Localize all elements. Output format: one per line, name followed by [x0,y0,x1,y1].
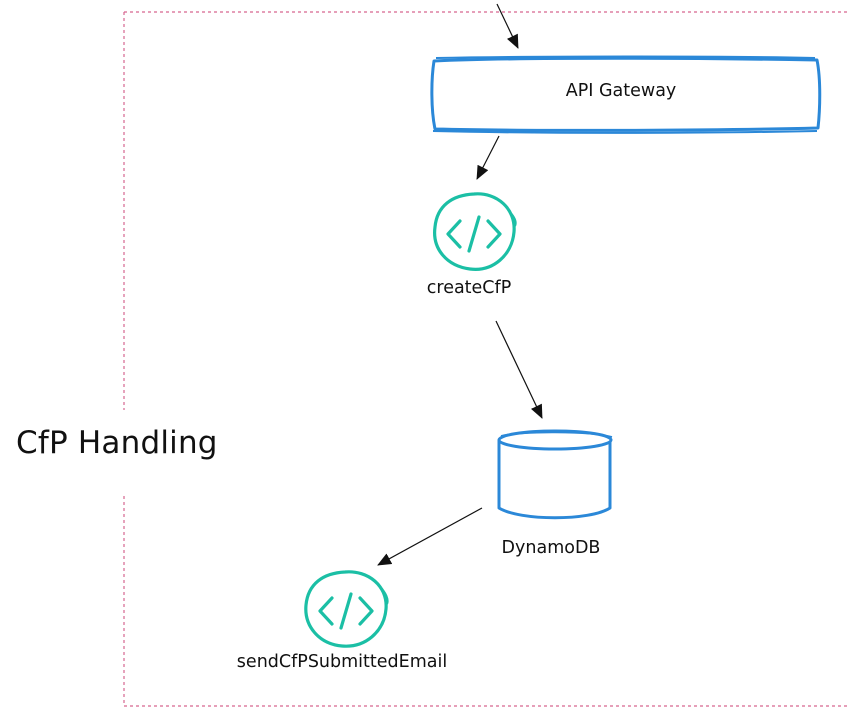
dynamodb-label: DynamoDB [501,538,601,558]
api-gateway-label: API Gateway [565,81,677,101]
edge-createcfp-to-dynamodb [495,320,543,419]
createcfp-label: createCfP [426,278,512,298]
code-icon [433,192,517,271]
dynamodb-node[interactable] [497,429,613,520]
cfp-handling-group-border [123,11,847,707]
group-label: CfP Handling [14,425,220,461]
edge-api-gateway-to-createcfp [476,135,500,180]
edge-dynamodb-to-sendemail [377,507,483,566]
api-gateway-node[interactable] [430,55,822,134]
api-gateway-box [430,56,822,132]
edge-external-to-api-gateway [496,3,519,49]
createcfp-node[interactable] [433,192,517,271]
database-cylinder-icon [497,429,613,520]
code-icon [304,570,389,648]
sendcfpsubmittedemail-node[interactable] [304,570,389,648]
sendcfpsubmittedemail-label: sendCfPSubmittedEmail [236,652,448,672]
